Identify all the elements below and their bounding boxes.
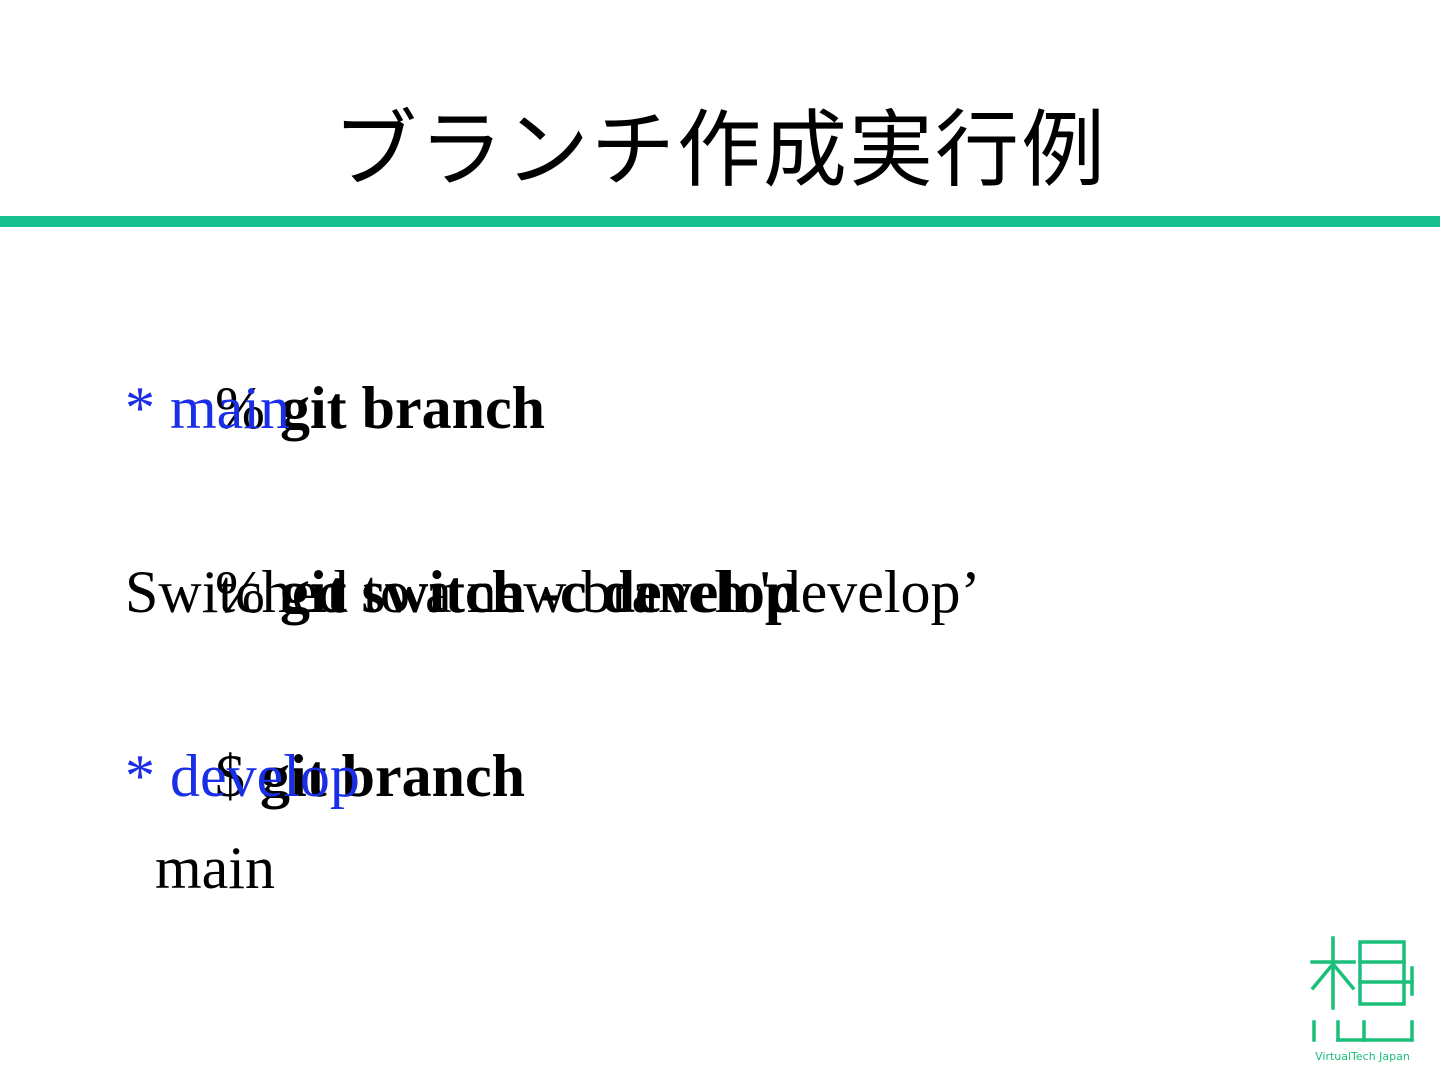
command-line: $ git branch (125, 638, 1325, 809)
title-divider (0, 216, 1440, 227)
prompt-symbol: % (215, 559, 280, 625)
command-line: % git branch (125, 270, 1325, 441)
command-text: git switch -c develop (279, 559, 799, 625)
prompt-symbol: % (215, 375, 280, 441)
virtualtech-logo-icon (1310, 936, 1414, 1042)
output-line: main (155, 835, 275, 901)
command-text: git branch (279, 375, 546, 441)
current-branch-line: * develop (125, 743, 360, 809)
terminal-transcript: % git branch * main % git switch -c deve… (125, 270, 1325, 914)
command-text: git branch (260, 743, 526, 809)
current-branch-line: * main (125, 375, 290, 441)
command-line: % git switch -c develop (125, 454, 1325, 625)
logo-caption: VirtualTech Japan (1315, 1050, 1410, 1063)
output-line: Switched to a new branch 'develop’ (125, 559, 981, 625)
prompt-symbol: $ (215, 743, 260, 809)
slide-title: ブランチ作成実行例 (332, 101, 1107, 199)
